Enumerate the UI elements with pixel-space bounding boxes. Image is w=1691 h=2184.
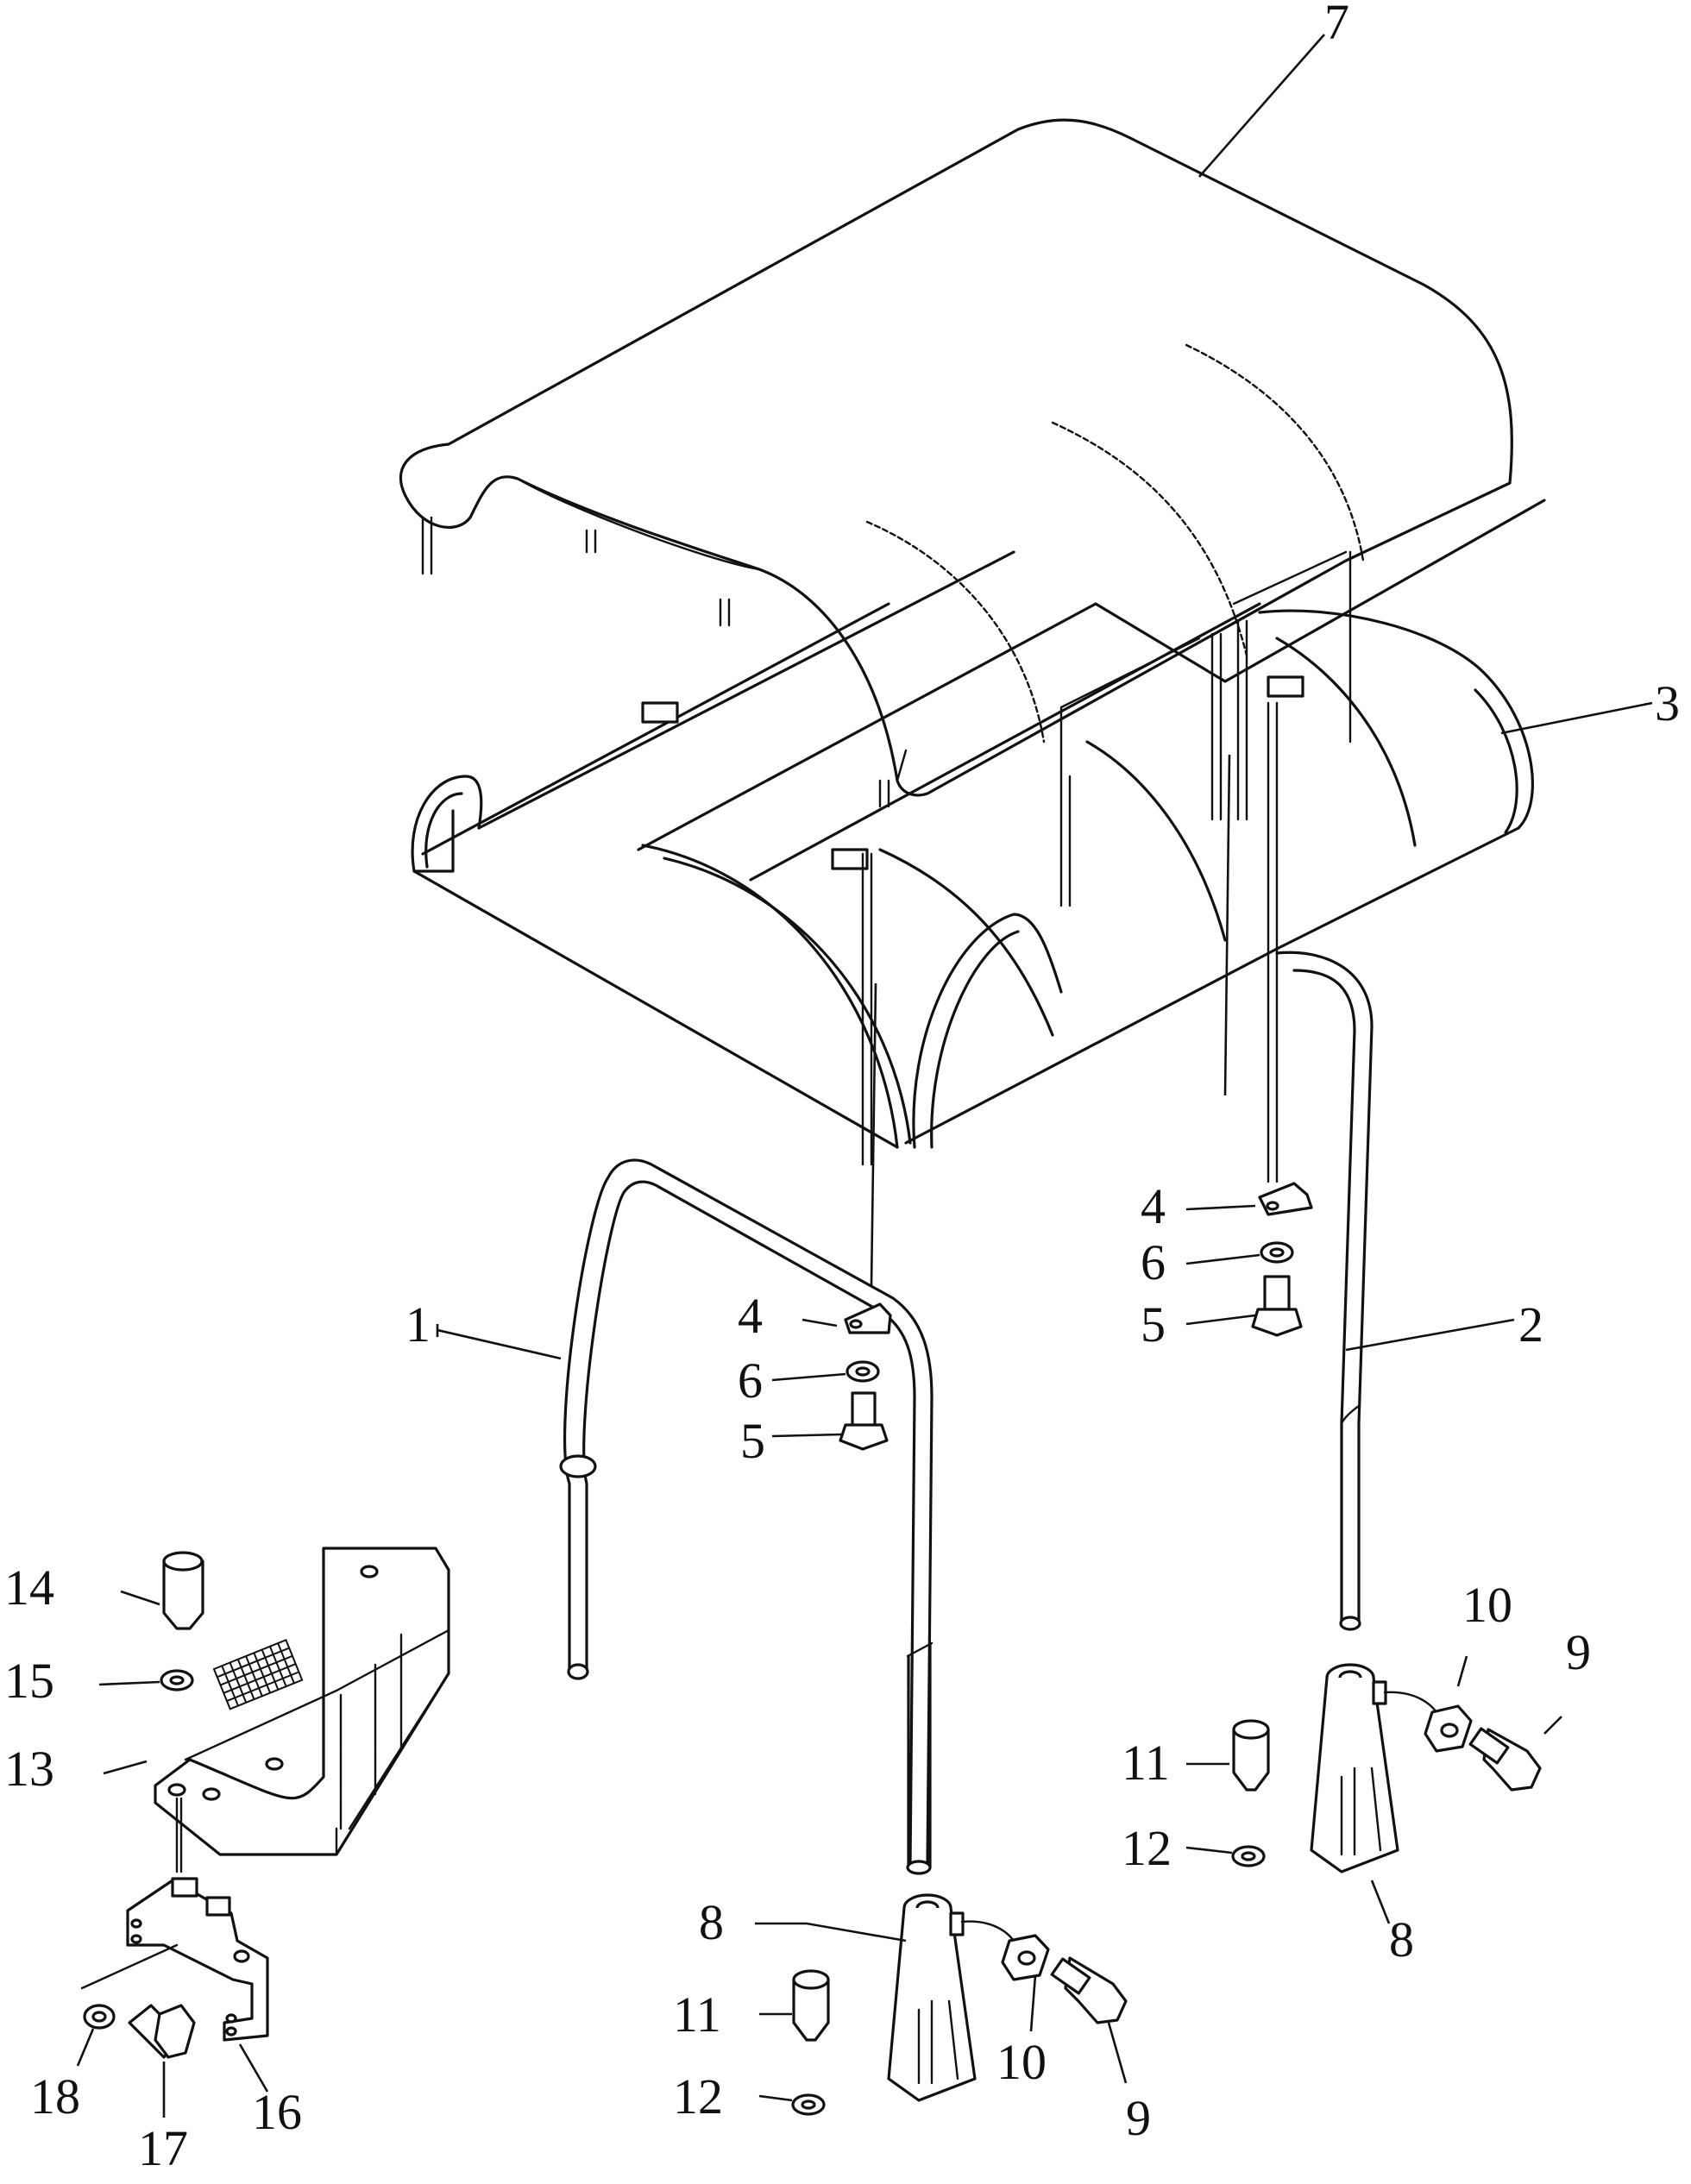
callout-3: 3 — [1655, 675, 1680, 731]
callout-6: 6 — [738, 1352, 763, 1409]
guard-mesh — [212, 1638, 304, 1710]
post-base-center — [791, 1893, 1128, 2116]
clamp-set-right — [1251, 1182, 1313, 1337]
callout-18: 18 — [30, 2068, 80, 2124]
callout-9: 9 — [1566, 1624, 1591, 1680]
canopy-roof — [399, 118, 1513, 808]
callout-10: 10 — [1462, 1577, 1512, 1633]
callout-16: 16 — [252, 2084, 302, 2140]
callout-17: 17 — [138, 2120, 188, 2176]
canopy-frame — [411, 499, 1546, 1183]
callout-14: 14 — [4, 1560, 54, 1616]
callout-5: 5 — [740, 1413, 765, 1469]
callout-12: 12 — [1122, 1820, 1172, 1876]
callout-7: 7 — [1324, 0, 1349, 50]
callout-12: 12 — [673, 2068, 723, 2124]
callout-11: 11 — [673, 1986, 721, 2043]
leader-lines — [76, 34, 1653, 2118]
guard-and-bracket — [80, 1547, 450, 2059]
callout-11: 11 — [1122, 1735, 1170, 1791]
callout-1: 1 — [405, 1296, 431, 1352]
right-post — [1275, 951, 1374, 1631]
callout-numbers: 7 3 4 6 5 4 6 5 1 2 14 15 13 10 9 11 12 … — [4, 0, 1680, 2176]
post-base-right — [1231, 1663, 1542, 1873]
callout-2: 2 — [1518, 1296, 1543, 1352]
clamp-set-left — [839, 1302, 892, 1451]
callout-9: 9 — [1126, 2090, 1151, 2146]
callout-4: 4 — [1141, 1178, 1166, 1234]
callout-15: 15 — [4, 1653, 54, 1709]
callout-5: 5 — [1141, 1296, 1166, 1352]
callout-13: 13 — [4, 1741, 54, 1797]
left-post — [559, 1158, 934, 1875]
callout-8: 8 — [699, 1894, 724, 1950]
callout-6: 6 — [1141, 1234, 1166, 1290]
callout-8: 8 — [1389, 1911, 1414, 1967]
callout-4: 4 — [738, 1288, 763, 1344]
callout-10: 10 — [996, 2034, 1047, 2090]
